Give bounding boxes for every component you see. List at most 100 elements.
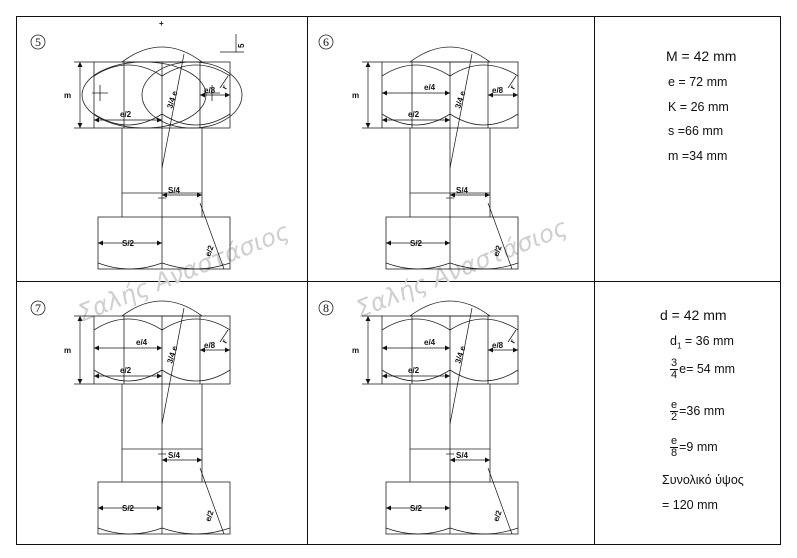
nut-arc-right: [449, 262, 519, 270]
dim-e2-diagonal: [487, 467, 513, 535]
dim-s4-head-r: [197, 192, 202, 198]
label-e2-diagonal: e/2: [203, 509, 215, 523]
hex-chamfer-arc-top-l: [381, 64, 451, 77]
nut-arc-left: [385, 527, 451, 535]
label-e8: e/8: [204, 341, 216, 350]
label-m: m: [64, 91, 71, 100]
spec-d1-prefix: d: [670, 334, 677, 348]
panel-number: 8: [323, 301, 329, 315]
spec-d: d = 42 mm: [660, 307, 727, 323]
hex-chamfer-arc-top-l: [93, 318, 163, 331]
dim-e4-head-r: [157, 345, 162, 351]
spec-e-eighth-value: =9 mm: [679, 439, 718, 454]
dim-e2-diagonal: [199, 202, 225, 270]
dim-s4-head-r: [197, 457, 202, 463]
dim-s4-head-l: [450, 457, 455, 463]
label-e4: e/4: [424, 338, 436, 347]
dim-s2-head-r: [157, 505, 162, 511]
spec-s: s =66 mm: [668, 124, 724, 138]
spec-e: e = 72 mm: [668, 75, 728, 89]
dim-e4-head-l: [382, 345, 387, 351]
dim-e2-head-l: [94, 373, 99, 379]
dim-m-head-b: [365, 379, 371, 384]
dim-s4-head-l: [450, 192, 455, 198]
dim-s2-head-r: [445, 240, 450, 246]
dim-three-quarter-e: [449, 307, 473, 425]
bolt-dome: [409, 46, 491, 63]
label-three-quarter-e: 3/4 e: [165, 344, 179, 364]
dim-r: [219, 329, 229, 343]
dim-e2-head-r: [445, 117, 450, 123]
hex-chamfer-arc-bot-l: [93, 369, 163, 382]
label-s4: S/4: [456, 451, 469, 460]
dim-e2-head-r: [445, 373, 450, 379]
hex-chamfer-arc-bot-r: [449, 113, 519, 126]
label-r: r: [220, 338, 229, 345]
label-three-quarter-e: 3/4 e: [453, 89, 467, 109]
nut-arc-left: [97, 527, 163, 535]
label-e8: e/8: [492, 341, 504, 350]
nut-arc-right: [161, 527, 231, 535]
dim-e2-diagonal: [199, 467, 225, 535]
hex-chamfer-arc-top-r: [449, 64, 519, 77]
label-e2-diagonal: e/2: [203, 244, 215, 258]
bolt-dome: [121, 300, 203, 317]
spec-d1-value: = 36 mm: [681, 334, 734, 348]
label-m: m: [64, 346, 71, 355]
dim-e2-head-r: [157, 117, 162, 123]
dim-s2-head-l: [98, 240, 103, 246]
dim-r: [507, 75, 517, 89]
label-e8: e/8: [204, 86, 216, 95]
hex-chamfer-arc-top-r: [161, 64, 231, 77]
label-m: m: [352, 91, 359, 100]
label-m: m: [352, 346, 359, 355]
spec-d1-subscript: 1: [676, 341, 682, 351]
dim-e8-head-l: [200, 92, 205, 98]
dim-e2-diagonal: [487, 202, 513, 270]
hex-chamfer-arc-bot-r: [161, 369, 231, 382]
bolt-dome: [409, 300, 491, 317]
label-s2: S/2: [122, 504, 135, 513]
crosshair-left: [92, 85, 108, 101]
hex-chamfer-arc-bot-l: [381, 113, 451, 126]
dim-three-quarter-e: [161, 53, 185, 169]
dim-m-head-t: [77, 316, 83, 321]
spec-K: K = 26 mm: [668, 100, 729, 114]
label-five: 5: [237, 43, 246, 48]
dim-e4-head-r: [445, 90, 450, 96]
label-e2-diagonal: e/2: [491, 244, 503, 258]
spec-M: M = 42 mm: [666, 48, 737, 64]
dim-e4-head-l: [382, 90, 387, 96]
hex-chamfer-arc-top-r: [161, 318, 231, 331]
label-e2: e/2: [408, 110, 420, 119]
dim-e2-head-r: [157, 373, 162, 379]
dim-s2-head-l: [98, 505, 103, 511]
dim-e8-head-l: [488, 347, 493, 353]
spec-total-height-value: = 120 mm: [662, 498, 718, 512]
dim-e8-head-r: [225, 347, 230, 353]
dim-s2-head-r: [445, 505, 450, 511]
label-r: r: [220, 84, 229, 91]
label-r: r: [508, 84, 517, 91]
dim-e8-head-r: [225, 92, 230, 98]
panel-number: 5: [35, 35, 41, 49]
dim-e8-head-r: [513, 347, 518, 353]
label-e2-diagonal: e/2: [491, 509, 503, 523]
panel-number-circle: [318, 34, 334, 50]
dim-s2-head-r: [157, 240, 162, 246]
panel-number: 6: [323, 35, 329, 49]
spec-d1: d1 = 36 mm: [670, 334, 734, 351]
label-e2: e/2: [120, 110, 132, 119]
panel-number: 7: [35, 301, 41, 315]
label-s2: S/2: [410, 239, 423, 248]
dim-s4-head-r: [485, 457, 490, 463]
label-e4: e/4: [136, 338, 148, 347]
panel-number-circle: [30, 34, 46, 50]
watermark-right: Σαλής Αναστάσιος: [352, 213, 571, 323]
